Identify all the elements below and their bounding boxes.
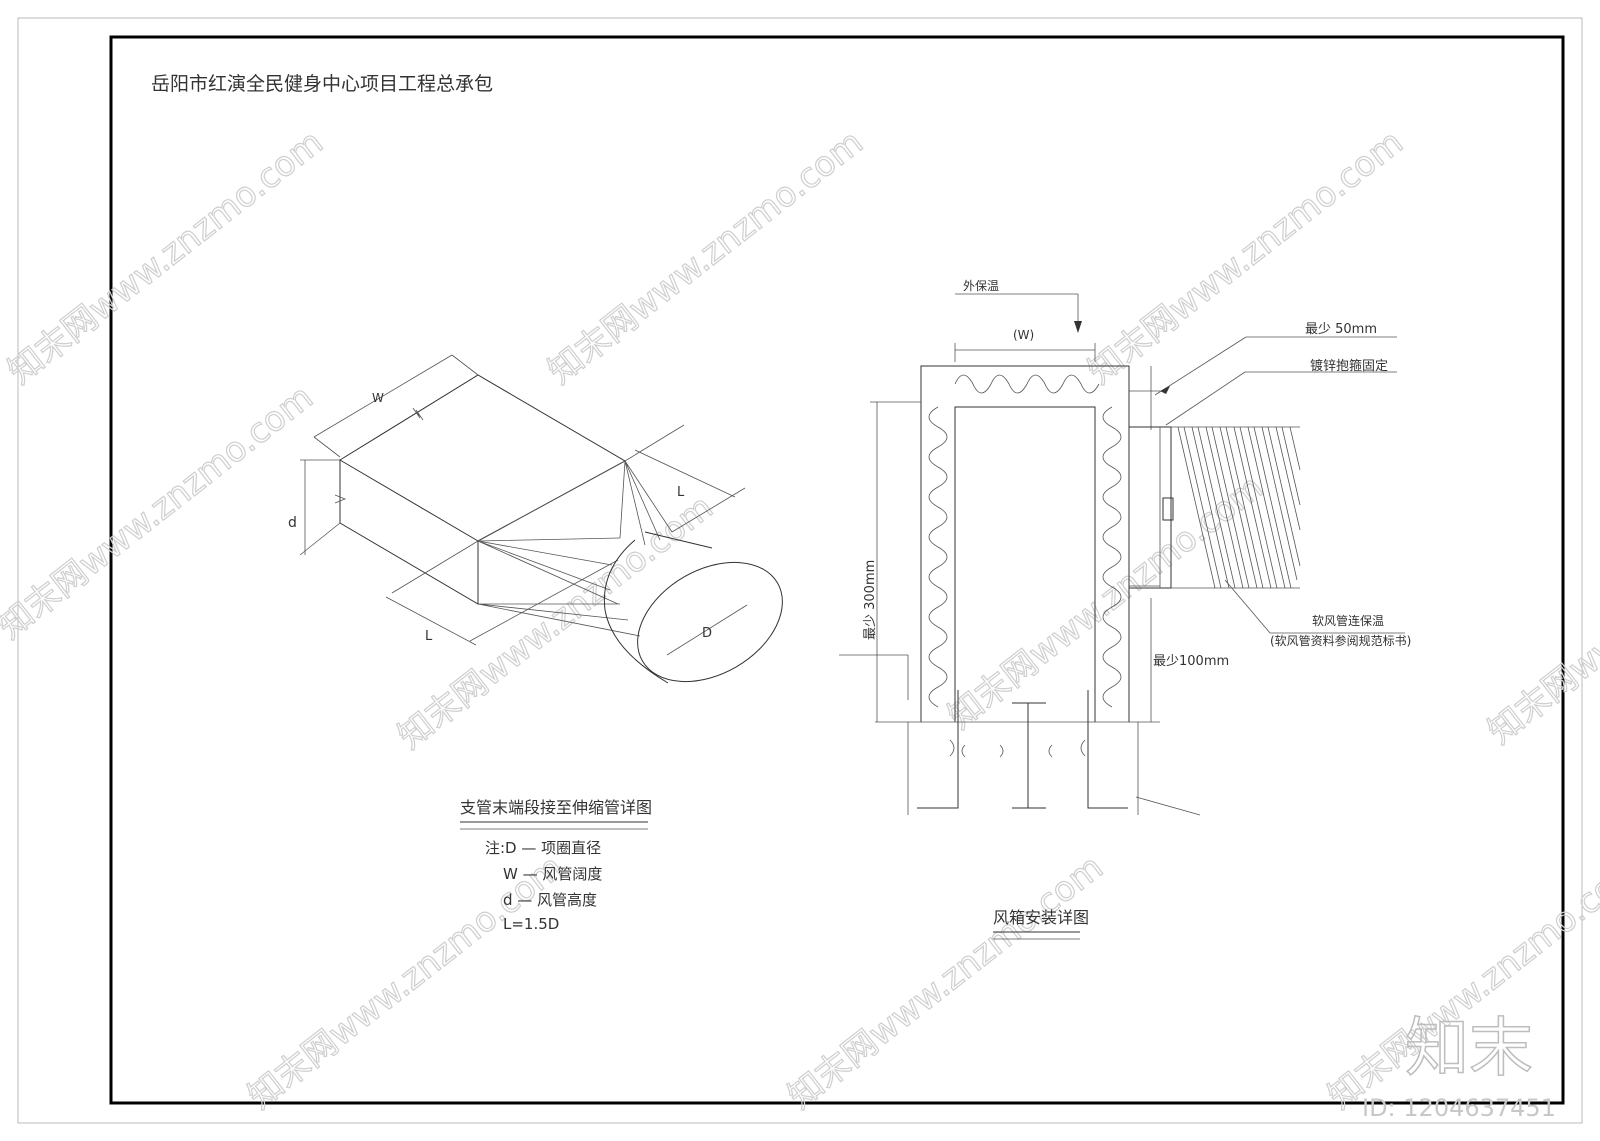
watermark-text: 知末网www.znzmo.com <box>1081 122 1411 392</box>
note-line: L=1.5D <box>503 915 559 933</box>
note-line: 注:D — 项圈直径 <box>485 839 601 857</box>
note-line: W — 风管阔度 <box>503 865 602 883</box>
watermark-text: 知末网www.znzmo.com <box>781 847 1111 1117</box>
watermark-text: 知末网www.znzmo.com <box>391 487 721 757</box>
drawing-frame <box>109 35 1565 1105</box>
label-flex-note: (软风管资料参阅规范标书) <box>1270 633 1411 648</box>
watermark-text: 知末网www.znzmo.com <box>541 122 871 392</box>
label-min-100: 最少100mm <box>1153 654 1229 669</box>
watermark-text: 知末网www.znzmo.com <box>1 122 331 392</box>
label-width: (W) <box>1013 328 1034 342</box>
label-d: d <box>288 515 297 531</box>
watermark-text: 知末网www.znzmo.com <box>941 467 1271 737</box>
label-w: W <box>372 391 384 405</box>
label-l-top: L <box>677 485 685 500</box>
watermark-text: 知末网www.znzmo.com <box>0 377 321 647</box>
project-title: 岳阳市红演全民健身中心项目工程总承包 <box>151 73 493 95</box>
label-clamp: 镀锌抱箍固定 <box>1310 358 1388 374</box>
label-l-bottom: L <box>425 629 433 644</box>
label-min-300: 最少 300mm <box>863 560 878 640</box>
label-min-50: 最少 50mm <box>1305 322 1377 337</box>
label-outer-insulation: 外保温 <box>963 279 999 293</box>
left-detail-drawing <box>299 354 783 684</box>
watermark-brand: 知末 <box>1405 1012 1533 1086</box>
watermark-text: 知末网www.znzmo.com <box>241 847 571 1117</box>
right-detail-drawing <box>839 293 1405 816</box>
sheet-outer-border <box>17 17 1583 1124</box>
label-flex-duct: 软风管连保温 <box>1312 613 1384 628</box>
note-line: d — 风管高度 <box>503 891 597 909</box>
watermark-id: ID: 1204637451 <box>1362 1094 1556 1122</box>
label-d-circle: D <box>702 626 712 641</box>
right-detail-title: 风箱安装详图 <box>993 908 1089 927</box>
left-detail-title: 支管末端段接至伸缩管详图 <box>460 798 652 817</box>
